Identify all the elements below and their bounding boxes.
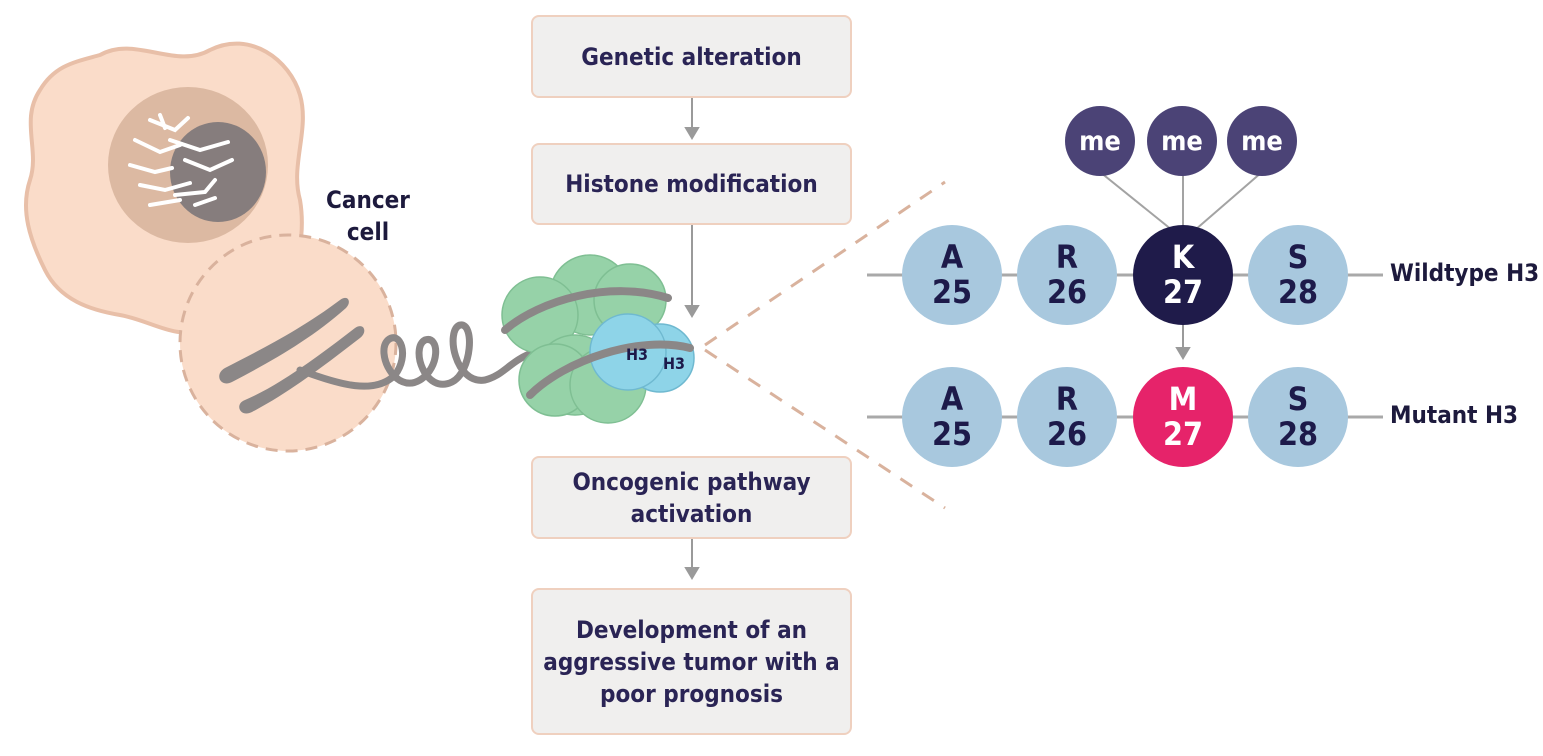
residue-letter: S <box>1287 238 1309 276</box>
residue-number: 28 <box>1277 415 1319 453</box>
residue-number: 25 <box>931 273 973 311</box>
flow-step-text: Genetic alteration <box>581 42 802 71</box>
residue-letter: A <box>940 380 964 418</box>
nucleosome <box>501 254 695 424</box>
residue-wildtype-a25: A 25 <box>902 225 1002 325</box>
zoom-line-bottom <box>704 348 946 510</box>
cancer-cell-label: Cancer cell <box>318 184 418 248</box>
residue-mutant-a25: A 25 <box>902 367 1002 467</box>
residue-number: 28 <box>1277 273 1319 311</box>
dna-strand <box>296 321 539 390</box>
residue-mutant-s28: S 28 <box>1248 367 1348 467</box>
methyl-group: me <box>1227 106 1297 176</box>
methyl-group: me <box>1065 106 1135 176</box>
cancer-cell-label-line2: cell <box>346 218 390 246</box>
methyl-label: me <box>1241 125 1283 157</box>
zoom-line-top <box>704 180 946 347</box>
methyl-group: me <box>1147 106 1217 176</box>
flow-step-text: Histone modification <box>565 170 818 198</box>
residue-number: 26 <box>1046 415 1088 453</box>
histone-h3-a <box>589 313 667 391</box>
chromatin-strands <box>128 113 234 207</box>
residue-number: 26 <box>1046 273 1088 311</box>
residue-letter: R <box>1055 238 1079 276</box>
flow-step-text: Development of an aggressive tumor with … <box>543 615 840 708</box>
residue-mutant-m27: M 27 <box>1133 367 1233 467</box>
residue-mutant-r26: R 26 <box>1017 367 1117 467</box>
flow-step-oncogenic-pathway: Oncogenic pathway activation <box>531 456 852 539</box>
flow-step-histone-modification: Histone modification <box>531 143 852 225</box>
nucleus-inner <box>170 122 266 222</box>
residue-wildtype-k27: K 27 <box>1133 225 1233 325</box>
residue-number: 25 <box>931 415 973 453</box>
residue-letter: A <box>940 238 964 276</box>
chromosome-shape <box>219 297 349 384</box>
residue-letter: K <box>1171 238 1195 276</box>
h3-label-b: H3 <box>663 354 686 373</box>
methyl-label: me <box>1161 125 1203 157</box>
chromosome-zoom <box>178 233 539 453</box>
methyl-label: me <box>1079 125 1121 157</box>
wildtype-h3-label: Wildtype H3 <box>1390 259 1540 287</box>
flow-step-tumor-development: Development of an aggressive tumor with … <box>531 588 852 735</box>
residue-letter: R <box>1055 380 1079 418</box>
residue-letter: S <box>1287 380 1309 418</box>
cancer-cell-label-line1: Cancer <box>326 186 410 214</box>
cancer-cell <box>23 41 305 335</box>
residue-number: 27 <box>1162 415 1204 453</box>
residue-number: 27 <box>1162 273 1204 311</box>
residue-wildtype-r26: R 26 <box>1017 225 1117 325</box>
mutant-h3-label: Mutant H3 <box>1390 401 1519 429</box>
h3-label-a: H3 <box>626 345 649 364</box>
residue-wildtype-s28: S 28 <box>1248 225 1348 325</box>
flow-step-genetic-alteration: Genetic alteration <box>531 15 852 98</box>
flow-step-text: Oncogenic pathway activation <box>572 467 811 528</box>
residue-letter: M <box>1168 380 1198 418</box>
